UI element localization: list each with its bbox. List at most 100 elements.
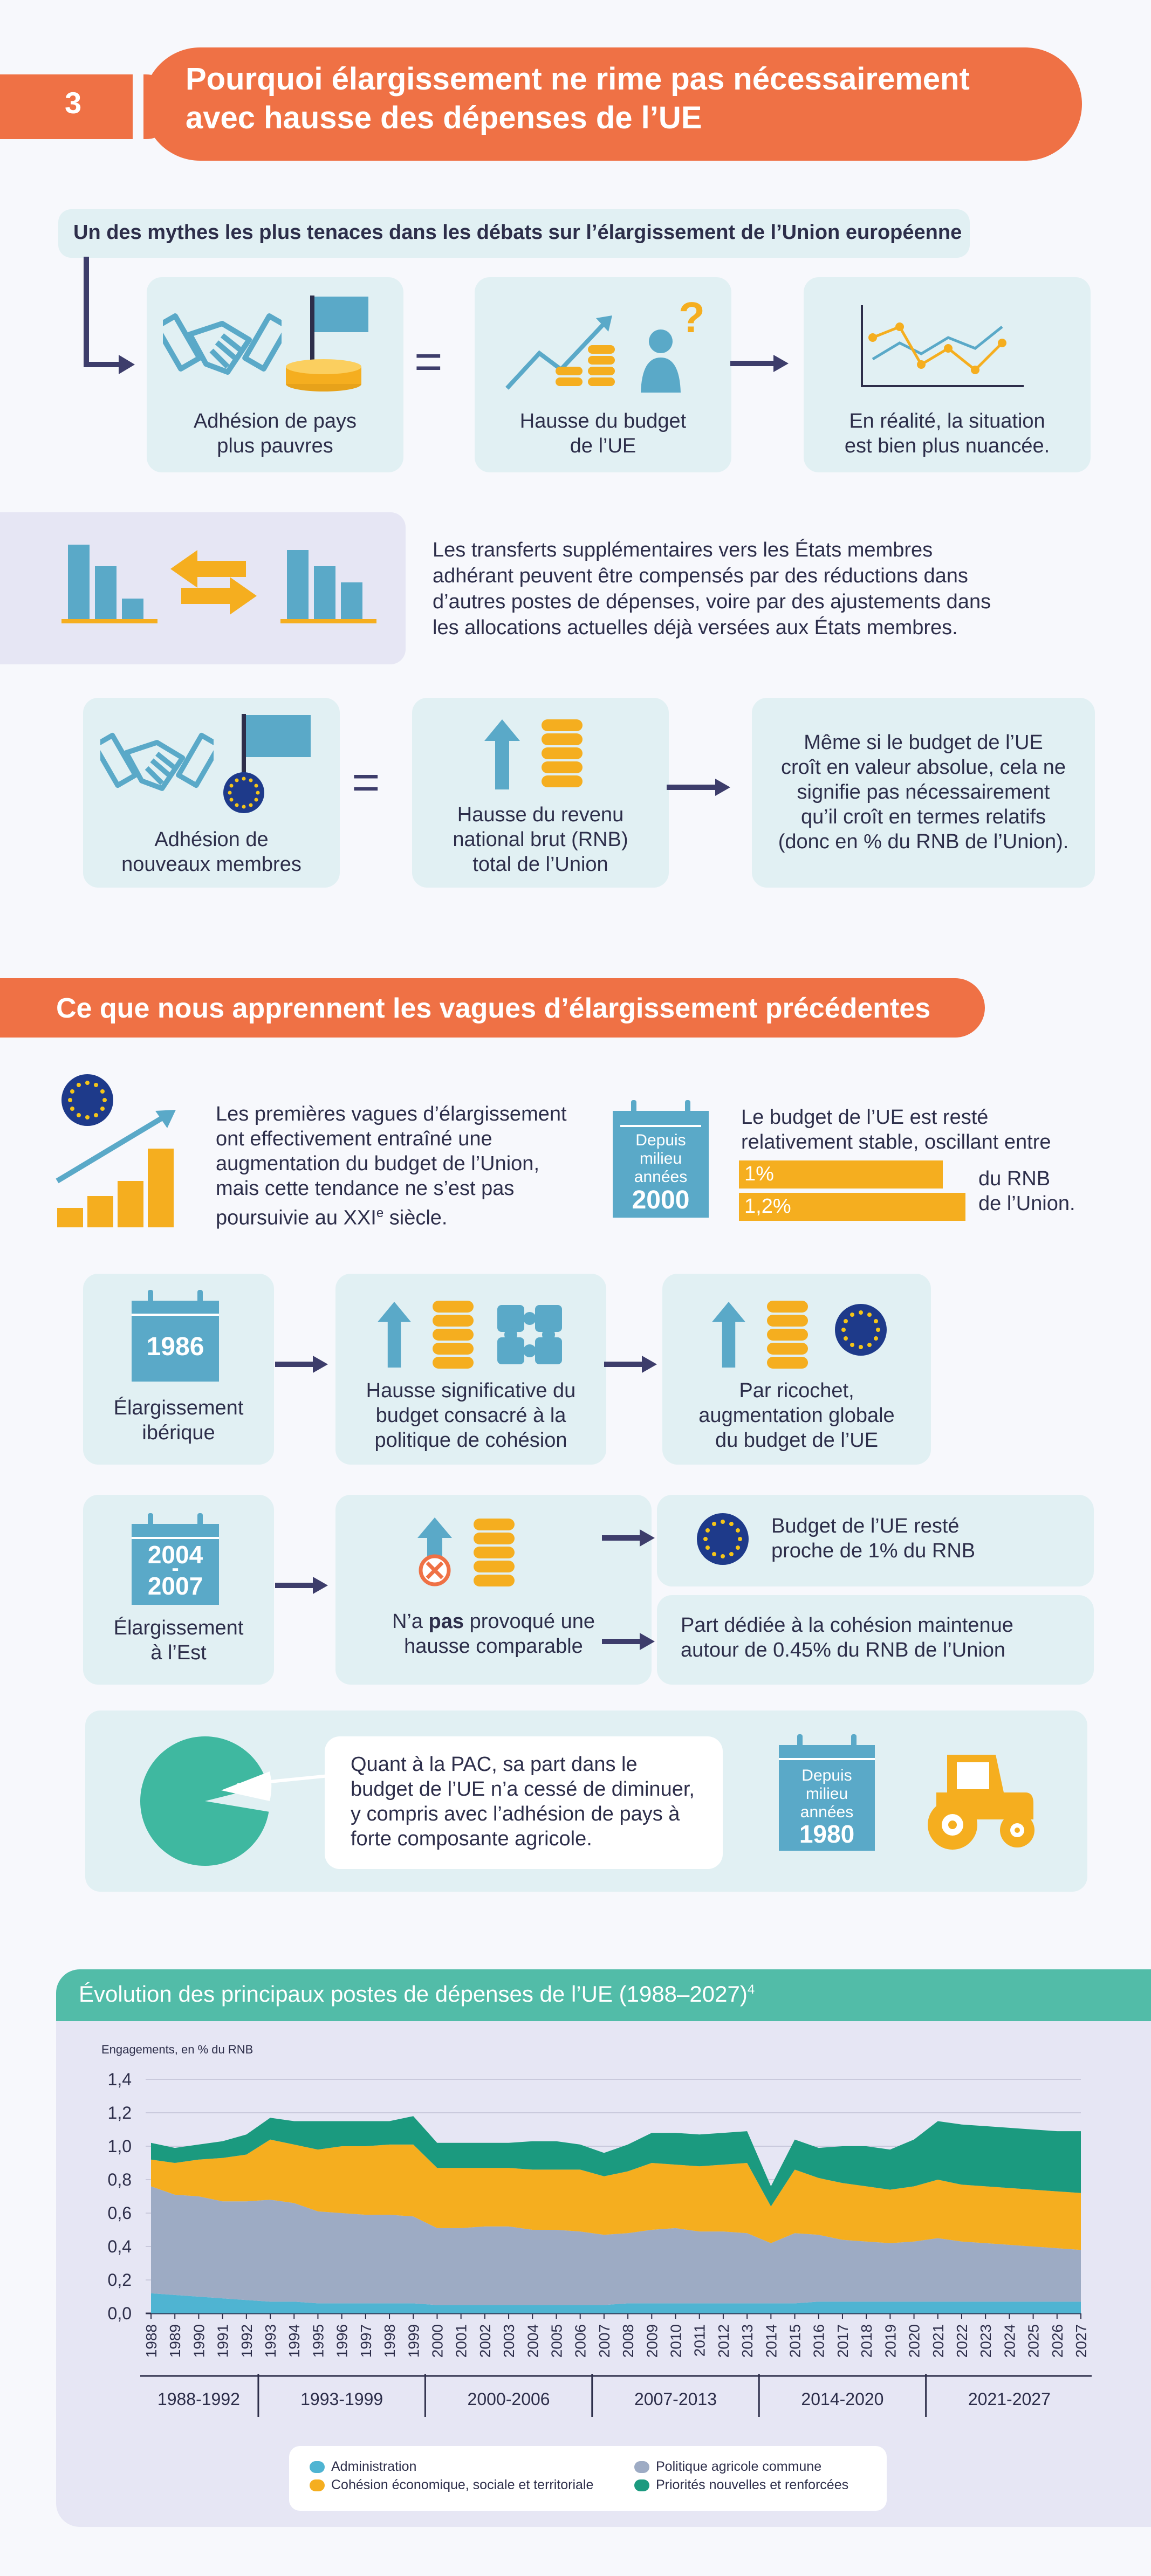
x-tick-label: 1991 (215, 2324, 231, 2358)
transfers-text-1: Les transferts supplémentaires vers les … (433, 539, 933, 561)
flag-coins-icon (286, 296, 368, 391)
x-tick-label: 2008 (620, 2324, 636, 2358)
calendar-page (620, 1125, 701, 1213)
eu-flag-icon (697, 1513, 749, 1565)
iberian-label-1: Élargissement (113, 1397, 244, 1419)
y-tick-label: 0,4 (108, 2237, 132, 2256)
bar-chart-icon (61, 545, 157, 623)
no-comparable-label-2: hausse comparable (404, 1635, 583, 1658)
y-axis-label: Engagements, en % du RNB (101, 2043, 253, 2056)
pac-text-2: budget de l’UE n’a cessé de diminuer, (351, 1778, 695, 1801)
iberian-year: 1986 (146, 1332, 204, 1361)
x-tick-label: 1994 (286, 2324, 303, 2358)
myth-banner (58, 209, 970, 258)
myth-box3-label-1: En réalité, la situation (849, 410, 1045, 432)
y-ticks: 0,00,20,40,60,81,01,21,4 (108, 2070, 132, 2323)
since-1980-label-2: milieu (805, 1785, 848, 1803)
x-tick-label: 2022 (954, 2324, 970, 2358)
calendar-icon-1980 (779, 1734, 875, 1851)
cohesion-share-box (657, 1595, 1094, 1685)
x-tick-label: 2020 (906, 2324, 923, 2358)
calendar-hook (197, 1513, 203, 1533)
chart-header (56, 1969, 1151, 2021)
calendar-hook (851, 1734, 857, 1754)
pac-text-1: Quant à la PAC, sa part dans le (351, 1753, 638, 1776)
east-year-1: 2004 (147, 1541, 203, 1569)
stable-text-2: relativement stable, oscillant entre (741, 1131, 1051, 1153)
arrow-right-icon (602, 1633, 655, 1650)
x-tick-label: 2007 (596, 2324, 613, 2358)
growth-chart-icon (56, 1110, 176, 1227)
cohesion-share-text-1: Part dédiée à la cohésion maintenue (681, 1614, 1013, 1637)
legend-label-pac: Politique agricole commune (656, 2459, 822, 2474)
x-tick-label: 2016 (811, 2324, 827, 2358)
lessons-title-pill (0, 978, 985, 1038)
section-number: 3 (65, 86, 82, 120)
section-number-divider (133, 69, 143, 145)
x-tick-label: 1996 (334, 2324, 351, 2358)
calendar-hook (148, 1290, 153, 1309)
first-waves-text-4: mais cette tendance ne s’est pas (216, 1177, 515, 1200)
x-tick-label: 2012 (715, 2324, 732, 2358)
x-tick-label: 2013 (739, 2324, 756, 2358)
calendar-icon-2004-2007 (132, 1513, 219, 1605)
rnb-box2-label-3: total de l’Union (472, 853, 608, 876)
rnb-box3-label-2: croît en valeur absolue, cela ne (780, 756, 1066, 779)
lessons-title: Ce que nous apprennent les vagues d’élar… (56, 993, 931, 1024)
rnb-box-relative (752, 698, 1095, 888)
pac-textbox (325, 1736, 723, 1869)
period-label: 2014-2020 (801, 2389, 883, 2409)
myth-box-reality (804, 277, 1091, 472)
transfers-text-3: d’autres postes de dépenses, voire par d… (433, 590, 991, 613)
y-tick-label: 0,8 (108, 2170, 132, 2189)
first-waves-text-3: augmentation du budget de l’Union, (216, 1152, 540, 1175)
x-tick-label: 2018 (858, 2324, 875, 2358)
rnb-box2-label-2: national brut (RNB) (453, 828, 628, 851)
chart-title: Évolution des principaux postes de dépen… (79, 1981, 755, 2007)
stacked-areas (151, 2116, 1081, 2313)
since-2000-label-3: années (634, 1168, 688, 1186)
iberian-label-2: ibérique (142, 1421, 215, 1444)
growth-chart-icon (505, 315, 615, 390)
period-label: 2007-2013 (634, 2389, 717, 2409)
x-tick-label: 1988 (143, 2324, 160, 2358)
svg-text:?: ? (679, 296, 705, 341)
calendar-rule (779, 1758, 875, 1760)
y-tick-label: 1,4 (108, 2070, 132, 2089)
rnb-box3-label-5: (donc en % du RNB de l’Union). (778, 830, 1069, 853)
coins-icon (474, 1519, 515, 1586)
first-waves-text-2: ont effectivement entraîné une (216, 1128, 492, 1150)
x-tick-label: 1999 (405, 2324, 422, 2358)
handshake-icon (100, 732, 214, 791)
myth-box3-label-2: est bien plus nuancée. (844, 435, 1050, 457)
rnb-box1-label-2: nouveaux membres (121, 853, 302, 876)
y-tick-label: 1,2 (108, 2103, 132, 2122)
swap-arrows-icon (170, 550, 257, 615)
area-politique-agricole-commune (151, 2186, 1081, 2305)
cohesion-rise-label-2: budget consacré à la (375, 1404, 566, 1427)
x-tick-label: 2004 (524, 2324, 541, 2358)
legend-swatch-cohesion (310, 2479, 325, 2491)
since-2000-label-2: milieu (639, 1150, 682, 1167)
myth-banner-text: Un des mythes les plus tenaces dans les … (73, 221, 962, 244)
range-bar-12pct-label: 1,2% (744, 1195, 791, 1218)
calendar-icon-2000 (613, 1100, 709, 1218)
ricochet-label-3: du budget de l’UE (715, 1429, 879, 1452)
pointer-line (237, 1774, 334, 1787)
arrow-up-blocked-icon (417, 1517, 452, 1586)
ricochet-label-2: augmentation globale (698, 1404, 895, 1427)
y-tick-label: 0,6 (108, 2203, 132, 2223)
area-cohésion-économique-sociale-et-territoriale (151, 2139, 1081, 2250)
calendar-hook (631, 1100, 636, 1119)
period-label: 2000-2006 (468, 2389, 550, 2409)
arrow-right-icon (275, 1577, 328, 1594)
period-label: 1988-1992 (157, 2389, 240, 2409)
rnb-box2-label-1: Hausse du revenu (457, 803, 624, 826)
equals-sign: = (414, 335, 443, 389)
stable-text-1: Le budget de l’UE est resté (741, 1106, 989, 1129)
no-comparable-label-1a: N’a (392, 1610, 429, 1633)
calendar-rule (132, 1314, 219, 1316)
x-tick-label: 2006 (572, 2324, 589, 2358)
equals-sign: = (352, 755, 380, 809)
